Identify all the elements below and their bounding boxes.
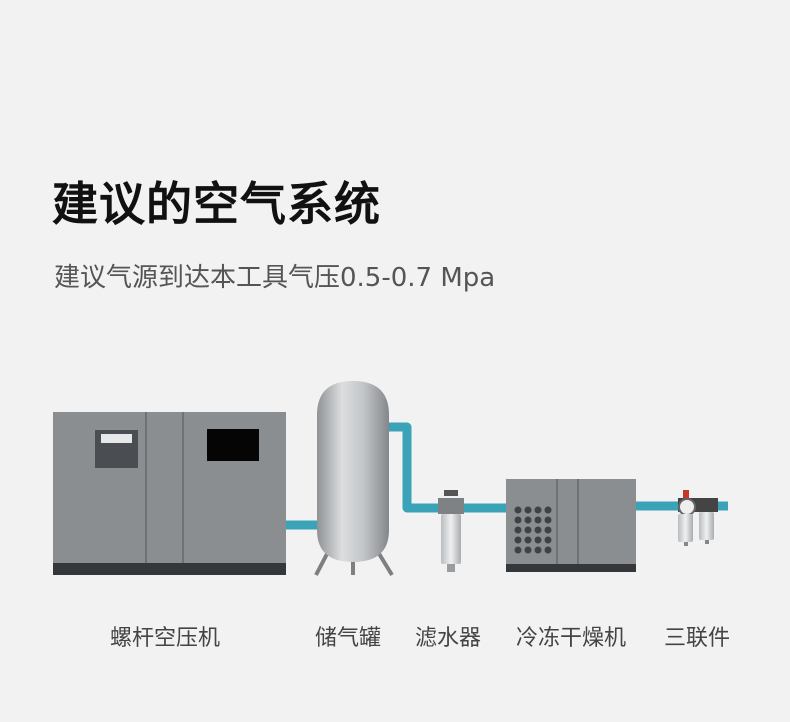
pipe-tank-filter bbox=[388, 422, 446, 513]
label-tank: 储气罐 bbox=[314, 626, 382, 651]
screw-compressor-icon bbox=[53, 412, 286, 575]
label-dryer: 冷冻干燥机 bbox=[515, 626, 627, 651]
label-filter: 滤水器 bbox=[414, 626, 482, 651]
air-tank-icon bbox=[314, 381, 394, 577]
label-compressor: 螺杆空压机 bbox=[109, 626, 221, 651]
water-filter-icon bbox=[438, 490, 464, 572]
page-title: 建议的空气系统 bbox=[52, 177, 381, 231]
refrigerated-dryer-icon bbox=[506, 479, 636, 572]
page-subtitle: 建议气源到达本工具气压0.5-0.7 Mpa bbox=[54, 263, 496, 293]
frl-unit-icon bbox=[678, 490, 718, 546]
label-frl: 三联件 bbox=[663, 626, 731, 651]
air-system-diagram bbox=[53, 381, 728, 577]
